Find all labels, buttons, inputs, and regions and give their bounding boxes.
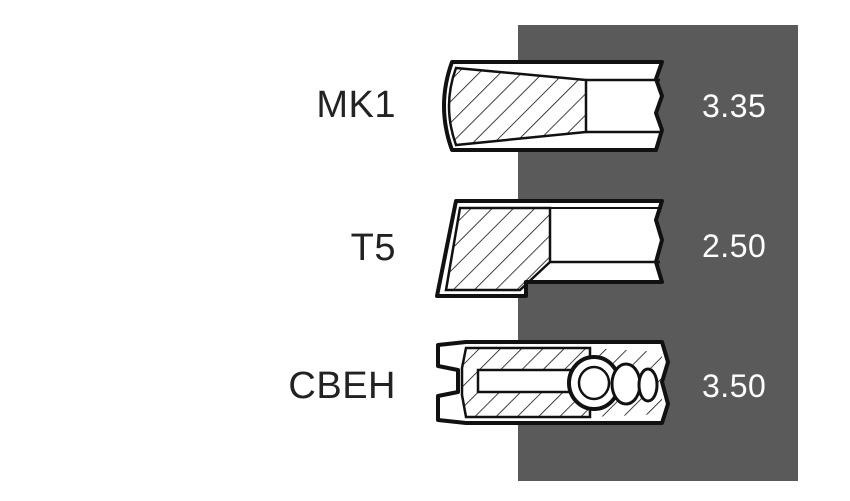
taper-face-compression-ring-icon bbox=[435, 199, 664, 298]
ring-label-mk1: MK1 bbox=[316, 84, 396, 126]
coil-spring-oil-control-ring-icon bbox=[436, 340, 670, 425]
ring-label-cbeh: CBEH bbox=[288, 365, 396, 407]
ring-value-cbeh: 3.50 bbox=[702, 368, 767, 404]
ring-value-mk1: 3.35 bbox=[702, 88, 767, 124]
barrel-face-compression-ring-icon bbox=[442, 60, 664, 152]
ring-value-t5: 2.50 bbox=[702, 228, 767, 264]
ring-label-t5: T5 bbox=[350, 227, 396, 269]
